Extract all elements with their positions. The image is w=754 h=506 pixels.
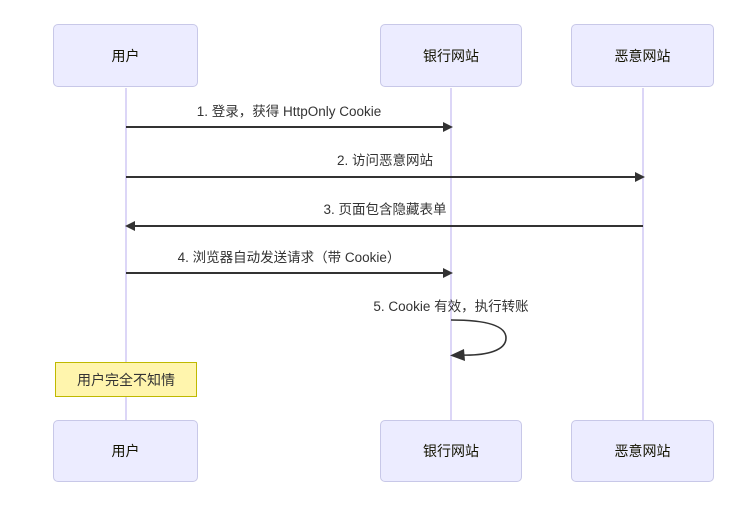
participant-label-evil-top: 恶意网站 — [614, 47, 671, 64]
participant-box-bank-top[interactable]: 银行网站 — [380, 24, 522, 87]
message-label-2: 2. 访问恶意网站 — [336, 153, 434, 168]
lifeline-bank — [450, 88, 452, 420]
message-line-1 — [126, 126, 445, 128]
participant-label-bank-bottom: 银行网站 — [423, 443, 479, 459]
message-selfloop-5 — [450, 319, 507, 361]
lifeline-user — [125, 88, 127, 420]
participant-label-evil-bottom: 恶意网站 — [614, 443, 671, 459]
message-line-2 — [126, 176, 637, 178]
message-label-4: 4. 浏览器自动发送请求（带 Cookie） — [177, 250, 401, 265]
message-arrowhead-3 — [125, 221, 135, 231]
message-label-3: 3. 页面包含隐藏表单 — [323, 202, 447, 217]
message-line-3 — [134, 225, 643, 227]
message-label-1: 1. 登录，获得 HttpOnly Cookie — [196, 104, 382, 119]
participant-box-evil-bottom[interactable]: 恶意网站 — [571, 420, 714, 482]
note-user-unaware: 用户完全不知情 — [55, 362, 197, 397]
participant-box-evil-top[interactable]: 恶意网站 — [571, 24, 714, 87]
message-arrowhead-2 — [635, 172, 645, 182]
message-arrowhead-4 — [443, 268, 453, 278]
lifeline-evil — [642, 88, 644, 420]
participant-label-user-top: 用户 — [111, 47, 140, 64]
message-line-4 — [126, 272, 445, 274]
participant-label-user-bottom: 用户 — [111, 443, 140, 459]
note-label-user-unaware: 用户完全不知情 — [77, 371, 175, 388]
message-label-5: 5. Cookie 有效，执行转账 — [373, 299, 529, 314]
participant-box-bank-bottom[interactable]: 银行网站 — [380, 420, 522, 482]
participant-box-user-bottom[interactable]: 用户 — [53, 420, 198, 482]
participant-box-user-top[interactable]: 用户 — [53, 24, 198, 87]
message-arrowhead-1 — [443, 122, 453, 132]
participant-label-bank-top: 银行网站 — [423, 47, 479, 64]
